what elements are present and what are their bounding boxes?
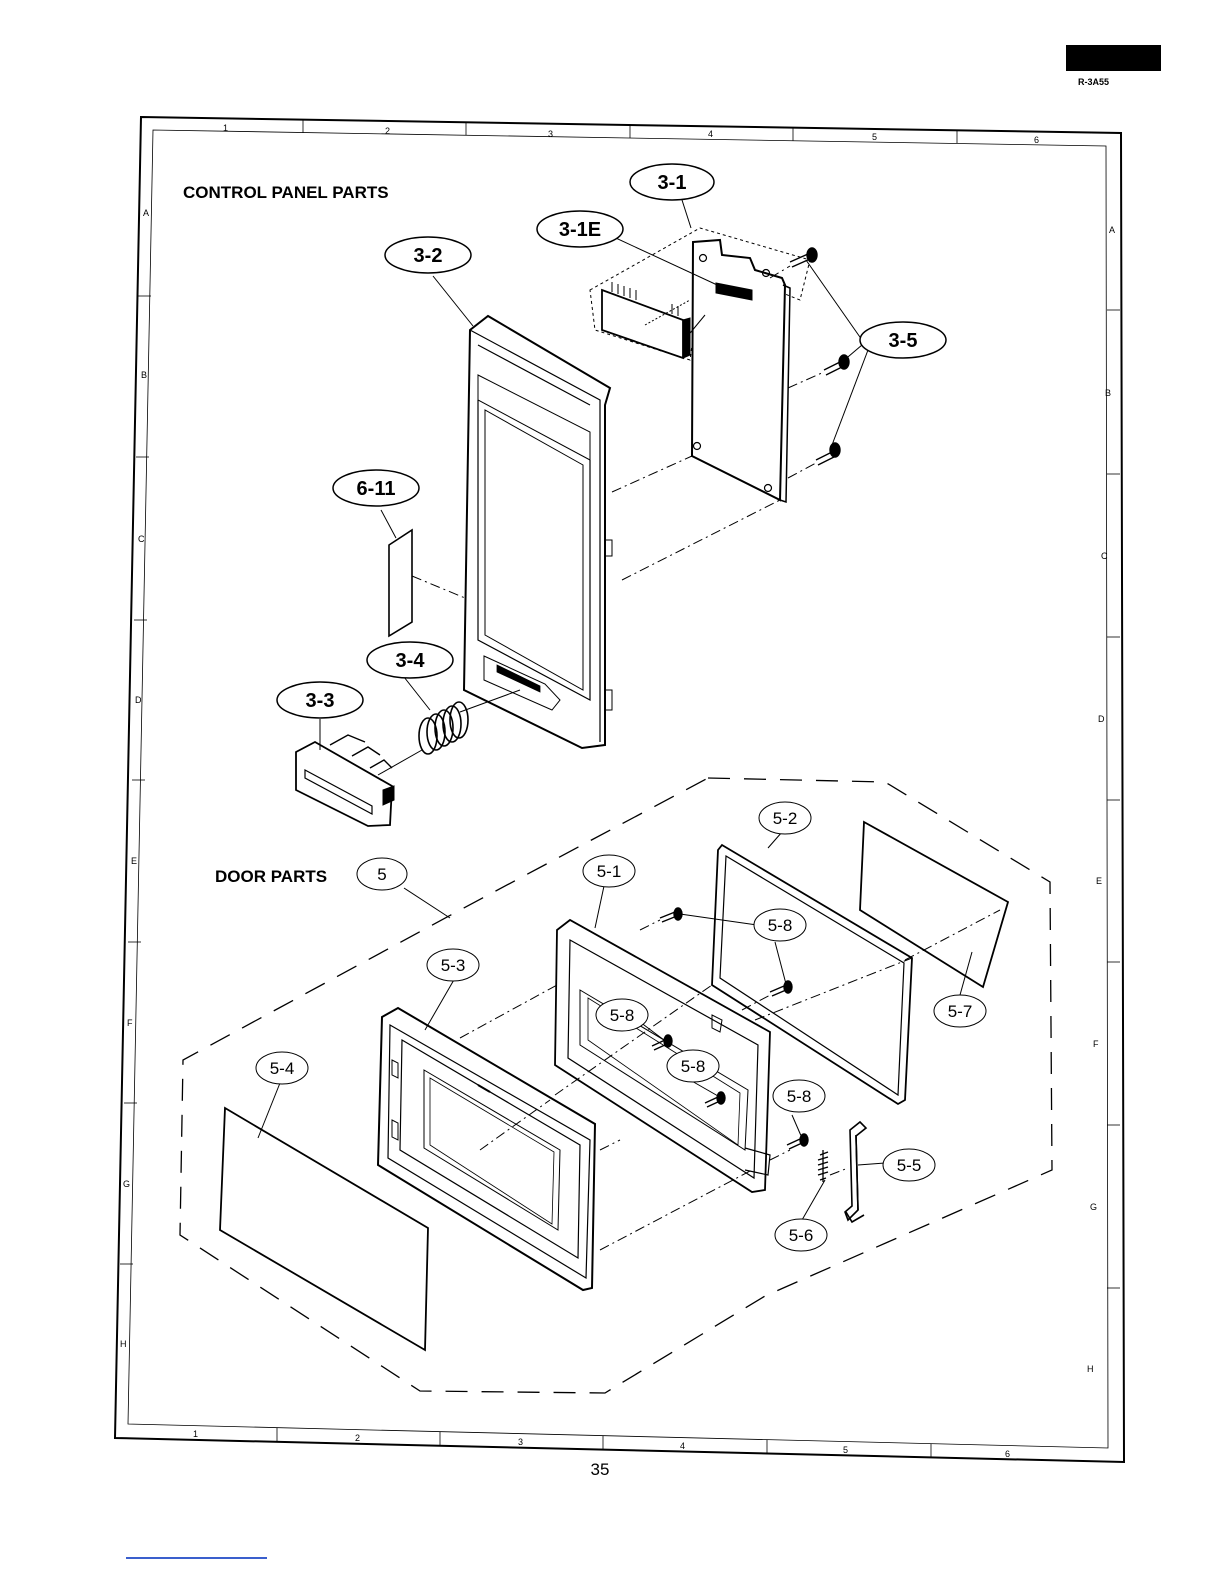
bottom-col-3: 3 [518, 1437, 523, 1447]
left-row-D: D [135, 695, 142, 705]
bottom-col-2: 2 [355, 1433, 360, 1443]
control-unit-pwb [692, 240, 790, 502]
callout-5-8d: 5-8 [787, 1087, 812, 1106]
callout-5-7: 5-7 [948, 1002, 973, 1021]
right-row-C: C [1101, 551, 1108, 561]
callout-3-3: 3-3 [306, 690, 335, 712]
door-spring-5-6 [818, 1150, 828, 1182]
top-col-6: 6 [1034, 135, 1039, 145]
callout-5-5: 5-5 [897, 1156, 922, 1175]
left-row-F: F [127, 1018, 133, 1028]
bottom-col-4: 4 [680, 1441, 685, 1451]
left-row-H: H [120, 1339, 127, 1349]
top-col-2: 2 [385, 126, 390, 136]
callout-3-1e: 3-1E [559, 219, 601, 241]
callout-3-2: 3-2 [414, 245, 443, 267]
bottom-col-5: 5 [843, 1445, 848, 1455]
display-module [602, 282, 690, 358]
right-row-D: D [1098, 714, 1105, 724]
control-panel-title: CONTROL PANEL PARTS [183, 183, 389, 202]
callout-5-2: 5-2 [773, 809, 798, 828]
label-sheet-6-11 [389, 530, 412, 636]
right-row-E: E [1096, 876, 1102, 886]
top-col-3: 3 [548, 129, 553, 139]
top-col-4: 4 [708, 129, 713, 139]
callout-5-1: 5-1 [597, 862, 622, 881]
top-col-1: 1 [223, 123, 228, 133]
latch-5-5 [845, 1122, 866, 1222]
left-row-B: B [141, 370, 147, 380]
left-row-A: A [143, 208, 149, 218]
callout-5-8a: 5-8 [768, 916, 793, 935]
callout-5: 5 [377, 865, 386, 884]
callout-5-8c: 5-8 [681, 1057, 706, 1076]
right-row-G: G [1090, 1202, 1097, 1212]
open-button-3-3 [296, 735, 394, 826]
bottom-col-1: 1 [193, 1429, 198, 1439]
left-row-C: C [138, 534, 145, 544]
screws-3-5 [790, 248, 849, 465]
bottom-col-6: 6 [1005, 1449, 1010, 1459]
right-row-H: H [1087, 1364, 1094, 1374]
spring-3-4 [419, 702, 468, 754]
left-row-E: E [131, 856, 137, 866]
door-parts-title: DOOR PARTS [215, 867, 327, 886]
control-panel-frame [464, 316, 612, 748]
callout-5-3: 5-3 [441, 956, 466, 975]
page-number: 35 [580, 1460, 620, 1480]
right-row-F: F [1093, 1039, 1099, 1049]
right-row-B: B [1105, 388, 1111, 398]
left-row-G: G [123, 1179, 130, 1189]
top-col-5: 5 [872, 132, 877, 142]
callout-5-6: 5-6 [789, 1226, 814, 1245]
callout-5-4: 5-4 [270, 1059, 295, 1078]
callout-6-11: 6-11 [357, 478, 396, 500]
callout-3-5: 3-5 [889, 330, 918, 352]
footer-link-underline [126, 1557, 267, 1559]
callout-5-8b: 5-8 [610, 1006, 635, 1025]
callout-3-4: 3-4 [396, 650, 426, 672]
right-row-A: A [1109, 225, 1115, 235]
callout-3-1: 3-1 [658, 172, 687, 194]
